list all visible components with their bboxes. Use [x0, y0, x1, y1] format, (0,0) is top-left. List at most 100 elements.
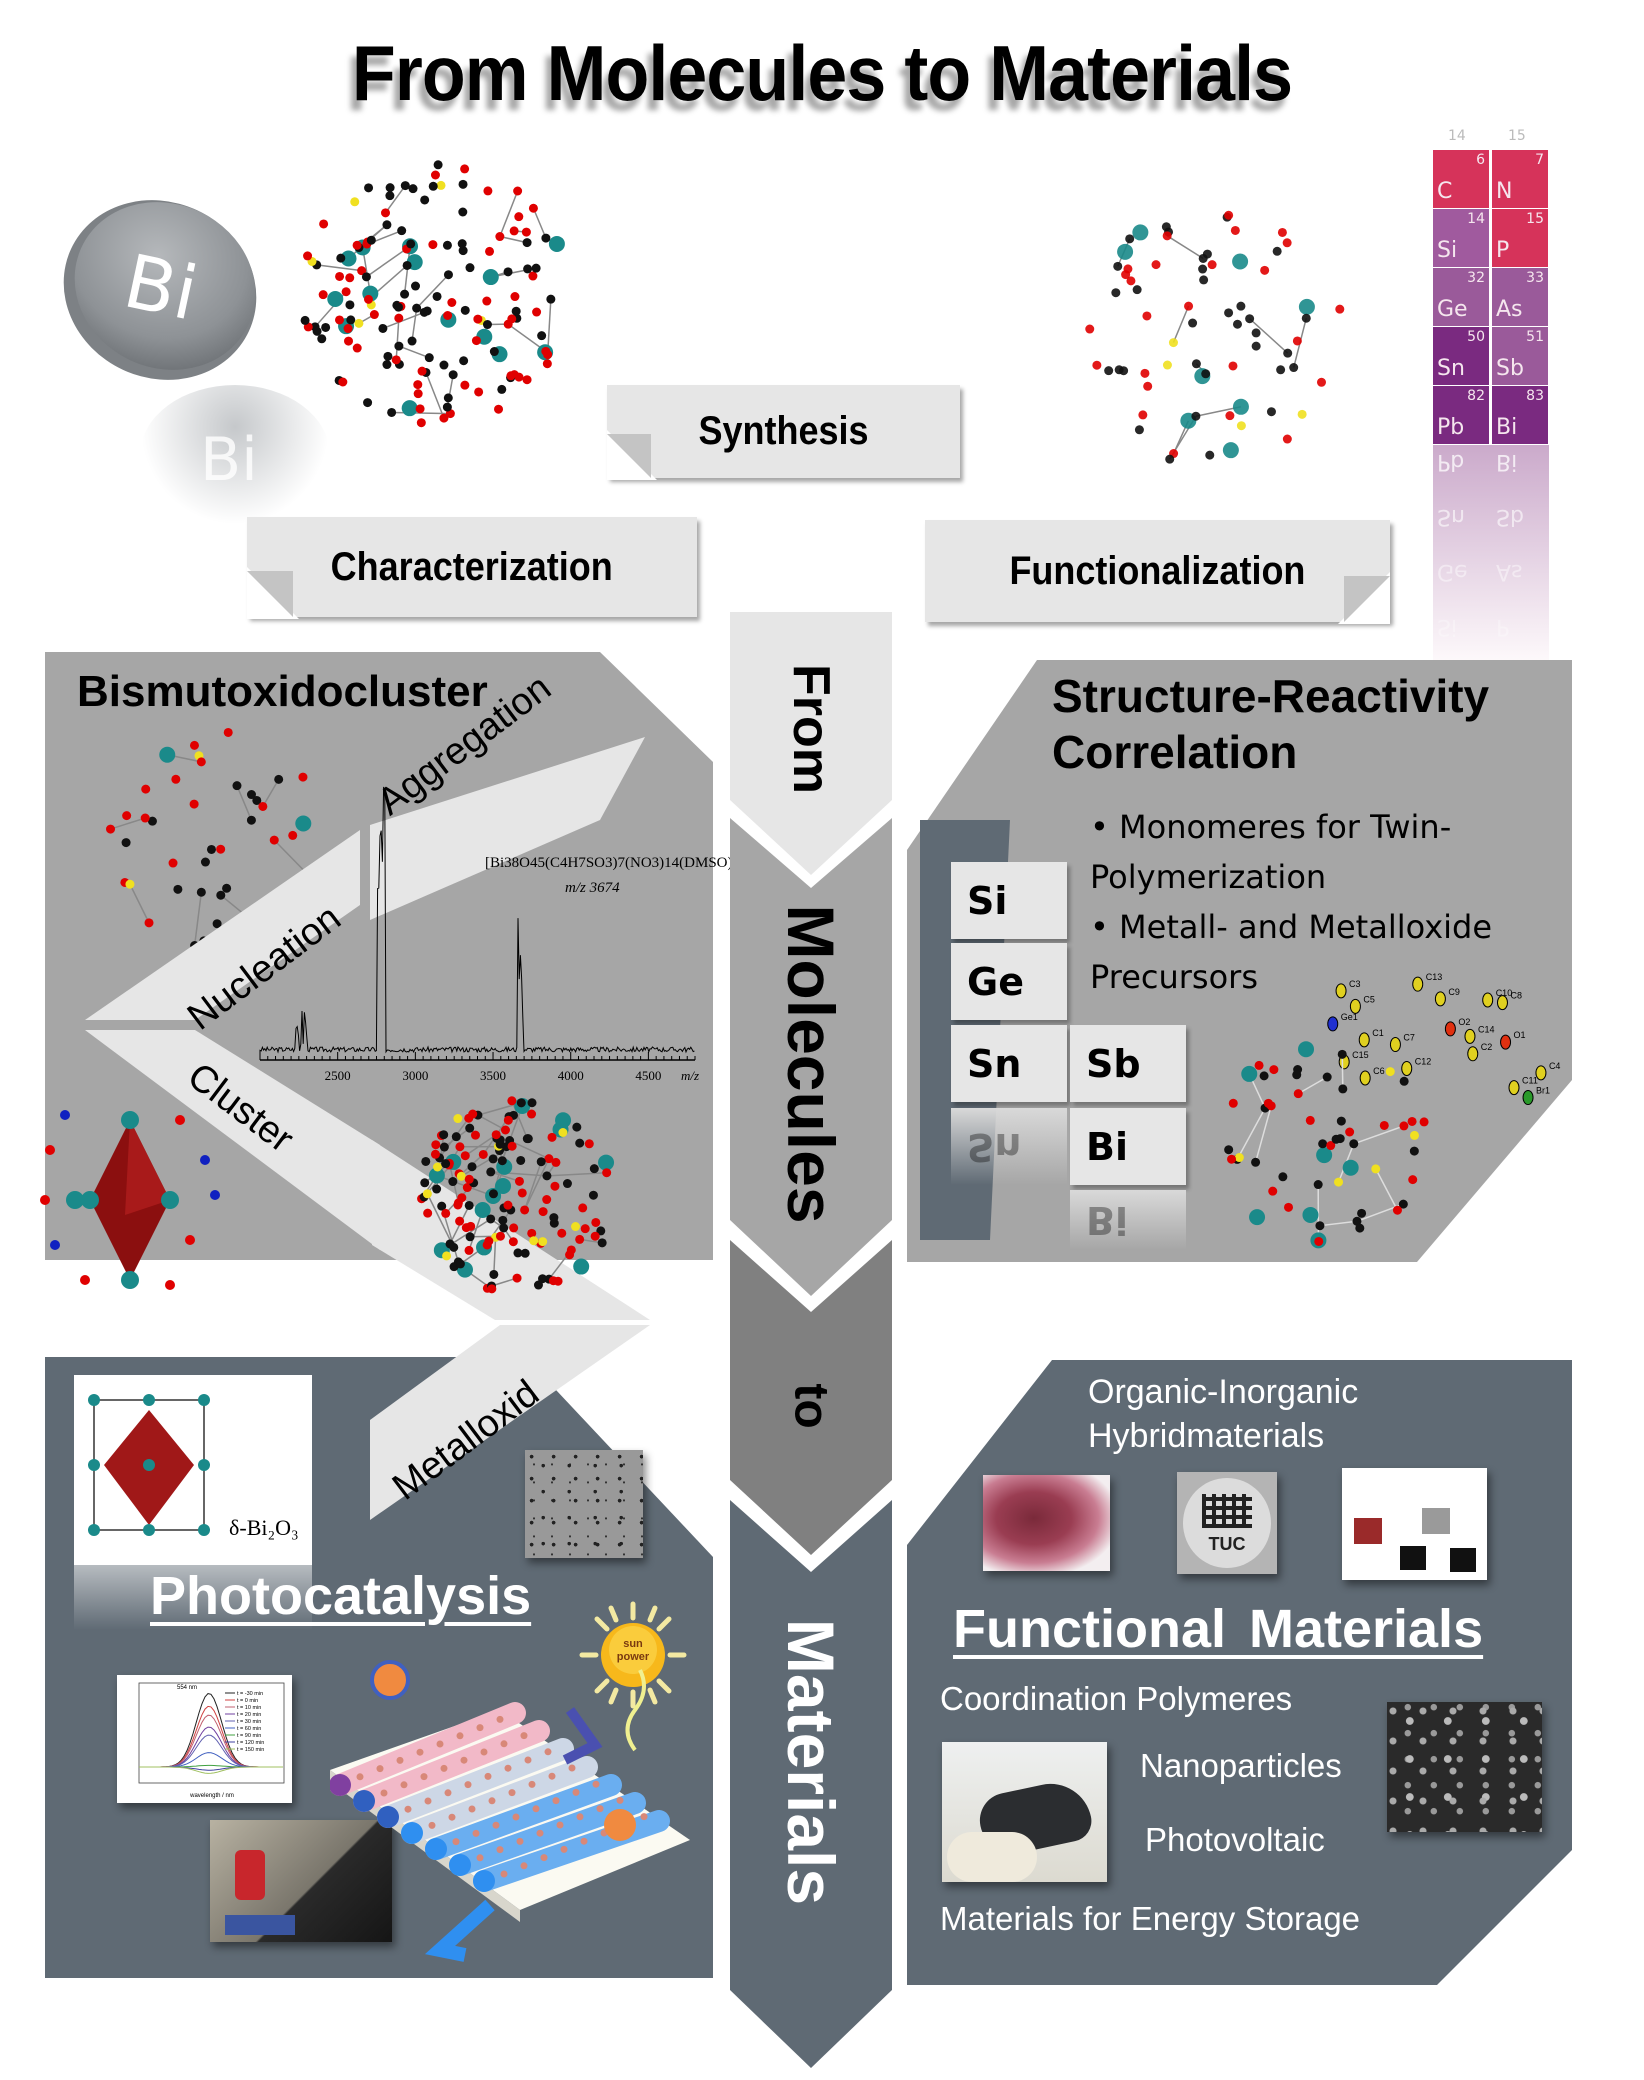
sulfur-atom	[422, 1189, 432, 1199]
carbon-atom	[1111, 288, 1121, 298]
oxygen-atom	[216, 844, 226, 854]
oxygen-atom	[542, 359, 552, 369]
oxygen-atom	[40, 1195, 50, 1205]
ortep-atom	[1327, 1016, 1339, 1032]
bond	[395, 318, 400, 360]
carbon-atom	[212, 919, 222, 929]
carbon-atom	[439, 1142, 449, 1152]
bismuth-atom	[161, 1191, 179, 1209]
carbon-atom	[441, 1159, 451, 1169]
oxygen-atom	[551, 1157, 561, 1167]
oxygen-atom	[462, 1183, 472, 1193]
carbon-atom	[465, 263, 475, 273]
oxygen-atom	[1092, 360, 1102, 370]
bismuth-atom	[143, 1459, 155, 1471]
catalyst-particle	[532, 1805, 540, 1813]
carbon-atom	[1125, 234, 1135, 244]
carbon-atom	[1409, 1146, 1419, 1156]
oxygen-atom	[319, 219, 329, 229]
carbon-atom	[1161, 222, 1171, 232]
carbon-atom	[200, 857, 210, 867]
catalyst-particle	[436, 1740, 444, 1748]
bismuth-atom	[198, 1459, 210, 1471]
bond	[1297, 1076, 1328, 1095]
oxygen-atom	[455, 1216, 465, 1226]
oxygen-atom	[413, 380, 423, 390]
oxygen-atom	[185, 1235, 195, 1245]
carbon-atom	[1331, 1134, 1341, 1144]
oxygen-atom	[415, 404, 425, 414]
bond	[416, 274, 450, 309]
bond	[365, 245, 411, 278]
octahedron-face	[125, 1120, 170, 1215]
ortep-atom-label: C13	[1426, 972, 1443, 982]
oxygen-atom	[507, 1141, 517, 1151]
oxygen-atom	[441, 1208, 451, 1218]
oxygen-atom	[1407, 1116, 1417, 1126]
ortep-atom-label: Br1	[1536, 1086, 1550, 1096]
sulfur-atom	[354, 318, 364, 328]
carbon-atom	[252, 795, 262, 805]
carbon-atom	[1104, 366, 1114, 376]
carbon-atom	[321, 322, 331, 332]
carbon-atom	[1205, 450, 1215, 460]
carbon-atom	[1289, 363, 1299, 373]
oxygen-atom	[1254, 1060, 1264, 1070]
sulfur-atom	[1168, 338, 1178, 348]
carbon-atom	[511, 306, 521, 316]
oxygen-atom	[507, 1096, 517, 1106]
carbon-atom	[400, 181, 410, 191]
bismuth-atom	[121, 1111, 139, 1129]
bond	[1353, 1125, 1405, 1145]
x-tick-label: 4500	[635, 1068, 661, 1083]
oxygen-atom	[1207, 260, 1217, 270]
carbon-atom	[503, 267, 513, 277]
reactor-tube	[449, 1792, 646, 1876]
bismuth-atom	[428, 1167, 445, 1184]
catalyst-particle	[452, 1838, 460, 1846]
bismuth-oxido-cluster-molecule	[300, 160, 565, 428]
mass-spec-formula: [Bi38O45(C4H7SO3)7(NO3)14(DMSO)2]3-	[485, 855, 758, 871]
oxygen-atom	[1316, 377, 1326, 387]
oxygen-atom	[423, 1208, 433, 1218]
oxygen-atom	[482, 296, 492, 306]
oxygen-atom	[557, 1228, 567, 1238]
ortep-atom-label: C8	[1510, 991, 1522, 1001]
catalyst-particle	[400, 1781, 408, 1789]
carbon-atom	[443, 393, 453, 403]
bismuth-atom	[1316, 1147, 1333, 1164]
nitrogen-atom	[50, 1240, 60, 1250]
oxygen-atom	[474, 387, 484, 397]
carbon-atom	[523, 264, 533, 274]
oxygen-atom	[144, 918, 154, 928]
crystal-reflection	[74, 1565, 312, 1630]
catalyst-particle	[512, 1813, 520, 1821]
catalyst-particle	[480, 1748, 488, 1756]
x-tick-label: 3000	[402, 1068, 428, 1083]
catalyst-particle	[596, 1805, 604, 1813]
catalyst-particle	[568, 1764, 576, 1772]
oxygen-atom	[1268, 1186, 1278, 1196]
ortep-atom-label: C1	[1372, 1028, 1384, 1038]
oxygen-atom	[1138, 410, 1148, 420]
carbon-atom	[1251, 328, 1261, 338]
crystal-structure-icon	[88, 1394, 210, 1536]
oxygen-atom	[517, 1188, 527, 1198]
ortep-atom	[1500, 1034, 1512, 1050]
sulfur-atom	[436, 180, 446, 190]
carbon-atom	[147, 816, 157, 826]
oxygen-atom	[528, 203, 538, 213]
bismuth-octahedral-cluster	[40, 1110, 220, 1290]
oxygen-atom	[575, 1234, 585, 1244]
oxygen-atom	[394, 313, 404, 323]
carbon-atom	[1236, 301, 1246, 311]
bismuth-oxido-cluster-molecule-center	[417, 1096, 615, 1294]
oxygen-atom	[602, 1168, 612, 1178]
carbon-atom	[400, 289, 410, 299]
oxygen-atom	[1408, 1175, 1418, 1185]
carbon-atom	[498, 1215, 508, 1225]
bond	[499, 235, 528, 244]
oxygen-atom	[428, 240, 438, 250]
carbon-atom	[1357, 1208, 1367, 1218]
functional-materials-heading: Functional Materials	[953, 1599, 1484, 1659]
